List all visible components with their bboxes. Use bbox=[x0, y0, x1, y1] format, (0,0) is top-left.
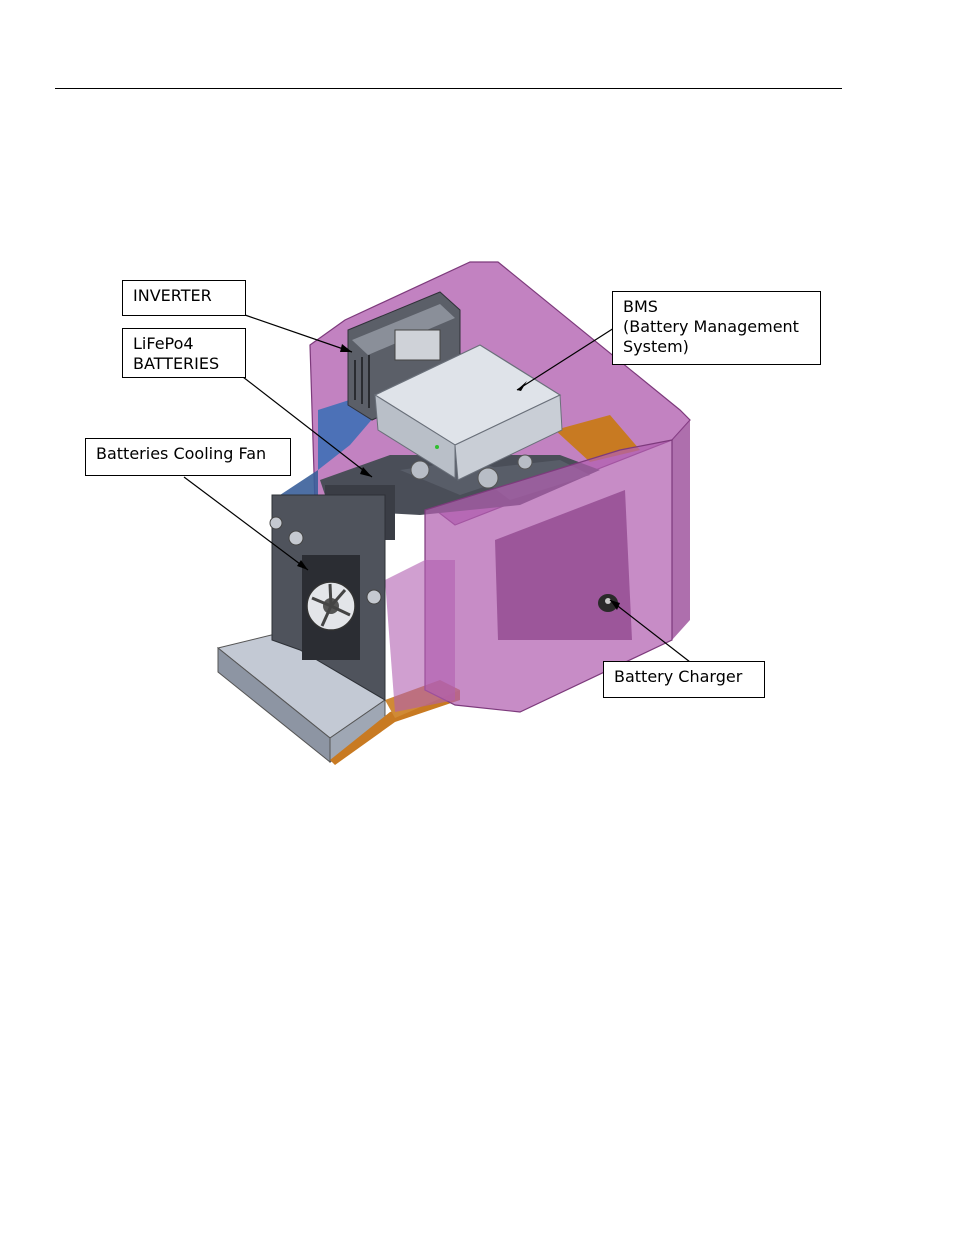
battery-charger-callout: Battery Charger bbox=[603, 661, 765, 698]
inverter-callout: INVERTER bbox=[122, 280, 246, 316]
batteries-callout: LiFePo4 BATTERIES bbox=[122, 328, 246, 378]
bms-callout: BMS (Battery Management System) bbox=[612, 291, 821, 365]
cooling-fan-callout: Batteries Cooling Fan bbox=[85, 438, 291, 476]
